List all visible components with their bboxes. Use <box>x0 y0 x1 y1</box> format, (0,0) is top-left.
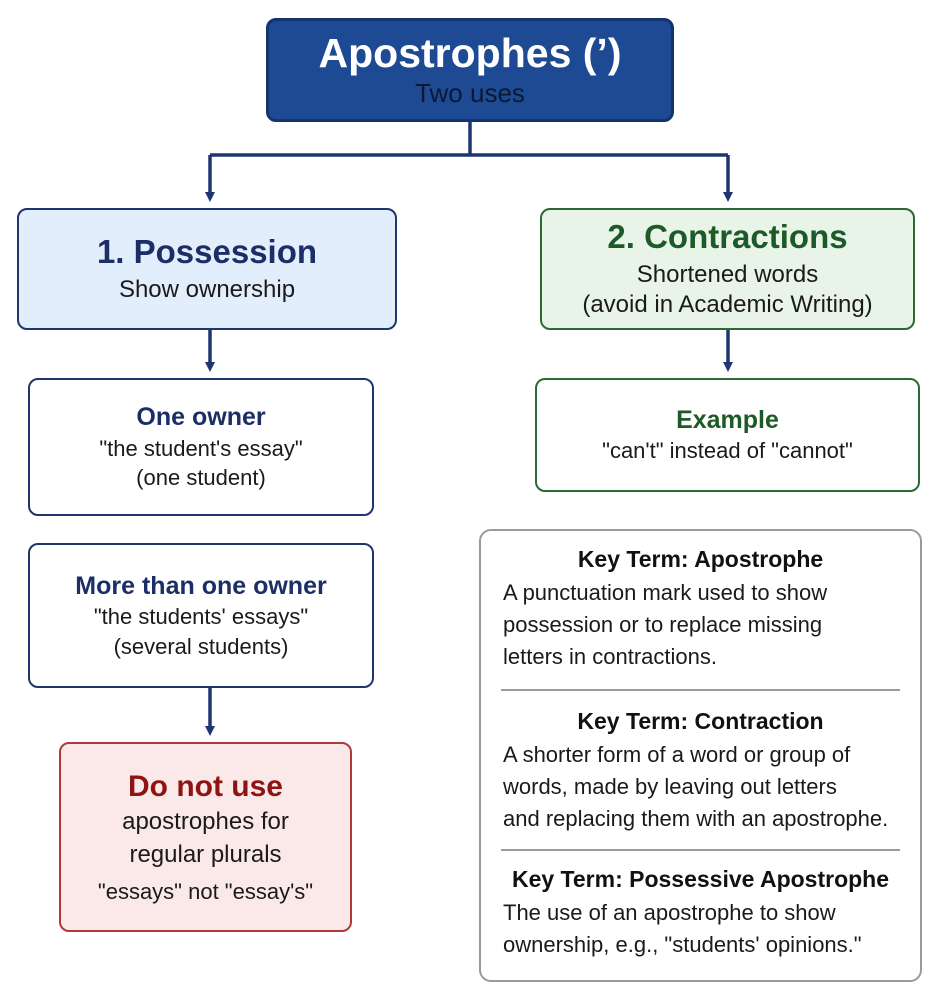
do-not-use-line-1: apostrophes for <box>122 808 289 836</box>
definition-line: A shorter form of a word or group of <box>503 741 851 767</box>
do-not-use-node: Do not use apostrophes for regular plura… <box>59 742 352 932</box>
definition-line: A punctuation mark used to show <box>503 579 828 605</box>
example-title: Example <box>676 405 779 434</box>
do-not-use-title: Do not use <box>128 770 283 804</box>
example-text: "can't" instead of "cannot" <box>602 438 853 464</box>
contractions-node: 2. Contractions Shortened words (avoid i… <box>540 208 915 330</box>
example-node: Example "can't" instead of "cannot" <box>535 378 920 492</box>
definition-line: possession or to replace missing <box>503 611 823 637</box>
key-term-definition: A punctuation mark used to show possessi… <box>503 577 898 673</box>
key-term-title: Key Term: Contraction <box>577 708 824 734</box>
definition-line: letters in contractions. <box>503 643 717 669</box>
key-terms-divider <box>501 689 900 691</box>
key-term-definition: The use of an apostrophe to show ownersh… <box>503 897 898 961</box>
definition-line: and replacing them with an apostrophe. <box>503 805 889 831</box>
contractions-title: 2. Contractions <box>607 218 848 256</box>
key-terms-panel: Key Term: Apostrophe A punctuation mark … <box>479 529 922 982</box>
key-term-apostrophe: Key Term: Apostrophe A punctuation mark … <box>481 545 920 673</box>
definition-line: ownership, e.g., "students' opinions." <box>503 931 862 957</box>
one-owner-note: (one student) <box>136 465 266 491</box>
do-not-use-line-2: regular plurals <box>129 840 282 868</box>
key-terms-divider <box>501 849 900 851</box>
many-owners-note: (several students) <box>113 633 289 659</box>
key-term-title: Key Term: Apostrophe <box>577 546 824 572</box>
many-owners-title: More than one owner <box>75 571 327 600</box>
one-owner-example: "the student's essay" <box>99 435 303 461</box>
key-term-title: Key Term: Possessive Apostrophe <box>511 866 890 892</box>
key-term-definition: A shorter form of a word or group of wor… <box>503 739 898 835</box>
possession-subtitle: Show ownership <box>118 275 296 303</box>
definition-line: words, made by leaving out letters <box>503 773 837 799</box>
definition-line: The use of an apostrophe to show <box>503 899 836 925</box>
do-not-use-example: "essays" not "essay's" <box>97 879 314 905</box>
one-owner-title: One owner <box>136 403 266 432</box>
root-title: Apostrophes (’) <box>318 29 622 76</box>
contractions-note: (avoid in Academic Writing) <box>582 290 873 318</box>
many-owners-example: "the students' essays" <box>93 604 309 630</box>
possession-title: 1. Possession <box>96 233 318 271</box>
root-node: Apostrophes (’) Two uses <box>266 18 674 122</box>
many-owners-node: More than one owner "the students' essay… <box>28 543 374 688</box>
contractions-subtitle: Shortened words <box>636 260 819 288</box>
possession-node: 1. Possession Show ownership <box>17 208 397 330</box>
root-subtitle: Two uses <box>415 77 525 108</box>
key-term-possessive-apostrophe: Key Term: Possessive Apostrophe The use … <box>481 865 920 961</box>
key-term-contraction: Key Term: Contraction A shorter form of … <box>481 707 920 835</box>
one-owner-node: One owner "the student's essay" (one stu… <box>28 378 374 516</box>
